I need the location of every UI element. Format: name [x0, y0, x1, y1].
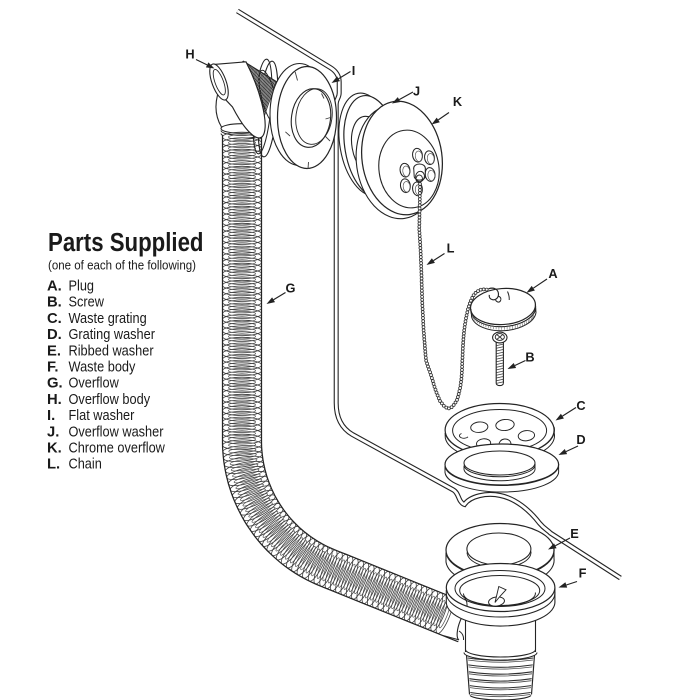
svg-text:Flat washer: Flat washer	[69, 408, 135, 424]
svg-text:D.: D.	[47, 327, 62, 343]
svg-text:Overflow: Overflow	[69, 376, 120, 392]
svg-text:H: H	[185, 47, 194, 62]
svg-text:Plug: Plug	[69, 279, 95, 295]
svg-text:F.: F.	[47, 360, 59, 376]
svg-text:F: F	[579, 566, 587, 581]
svg-text:Parts Supplied: Parts Supplied	[48, 229, 204, 257]
svg-text:G: G	[286, 281, 296, 296]
svg-text:K: K	[453, 94, 463, 109]
svg-text:Ribbed washer: Ribbed washer	[69, 343, 154, 359]
svg-text:B.: B.	[47, 295, 62, 311]
svg-text:Chrome overflow: Chrome overflow	[69, 441, 166, 457]
svg-text:(one of each of the following): (one of each of the following)	[48, 257, 196, 272]
svg-text:Overflow washer: Overflow washer	[69, 424, 164, 440]
svg-text:Chain: Chain	[69, 457, 102, 473]
svg-text:J: J	[413, 84, 420, 99]
svg-text:E: E	[570, 526, 579, 541]
svg-text:I: I	[352, 63, 356, 78]
svg-text:Waste grating: Waste grating	[69, 311, 147, 327]
svg-text:D: D	[576, 432, 585, 447]
svg-text:C.: C.	[47, 311, 62, 327]
svg-text:L.: L.	[47, 457, 60, 473]
svg-text:K.: K.	[47, 441, 62, 457]
svg-text:G.: G.	[47, 376, 63, 392]
svg-text:J.: J.	[47, 424, 59, 440]
svg-text:H.: H.	[47, 392, 62, 408]
svg-text:Grating washer: Grating washer	[69, 327, 156, 343]
svg-text:B: B	[525, 350, 534, 365]
svg-text:E.: E.	[47, 343, 61, 359]
svg-text:Screw: Screw	[69, 295, 105, 311]
svg-text:A: A	[548, 266, 557, 281]
svg-text:C: C	[576, 398, 585, 413]
svg-text:A.: A.	[47, 279, 62, 295]
svg-text:L: L	[447, 241, 455, 256]
svg-text:Waste body: Waste body	[69, 360, 136, 376]
svg-text:I.: I.	[47, 408, 55, 424]
svg-text:Overflow body: Overflow body	[69, 392, 151, 408]
